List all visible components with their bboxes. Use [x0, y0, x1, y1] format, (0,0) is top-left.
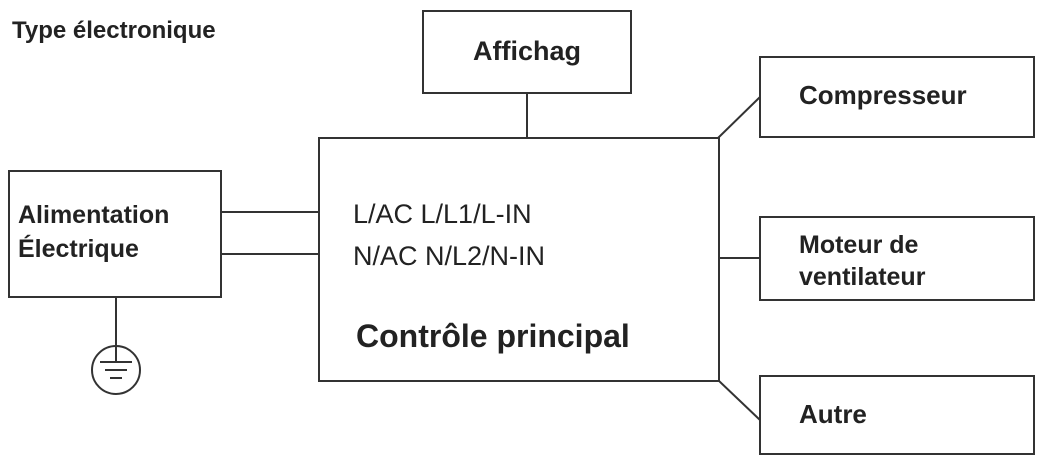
wire-other	[717, 379, 761, 421]
ground-icon	[91, 345, 141, 395]
wire-compressor	[717, 96, 761, 139]
display-label: Affichag	[473, 36, 581, 66]
power-supply-box: Alimentation Électrique	[8, 170, 222, 298]
other-box: Autre	[759, 375, 1035, 455]
fan-motor-box: Moteur de ventilateur	[759, 216, 1035, 301]
other-label: Autre	[799, 399, 867, 429]
main-control-label: Contrôle principal	[356, 318, 630, 354]
diagram-title: Type électronique	[12, 17, 216, 44]
live-terminal-label: L/AC L/L1/L-IN	[353, 199, 532, 229]
compressor-label: Compresseur	[799, 80, 967, 110]
main-control-box: L/AC L/L1/L-IN N/AC N/L2/N-IN Contrôle p…	[318, 137, 720, 382]
display-box: Affichag	[422, 10, 632, 94]
compressor-box: Compresseur	[759, 56, 1035, 138]
neutral-terminal-label: N/AC N/L2/N-IN	[353, 241, 546, 271]
power-supply-label-line1: Alimentation	[18, 201, 170, 229]
power-supply-label-line2: Électrique	[18, 235, 139, 263]
fan-motor-label-line1: Moteur de	[799, 231, 919, 259]
fan-motor-label-line2: ventilateur	[799, 263, 926, 291]
